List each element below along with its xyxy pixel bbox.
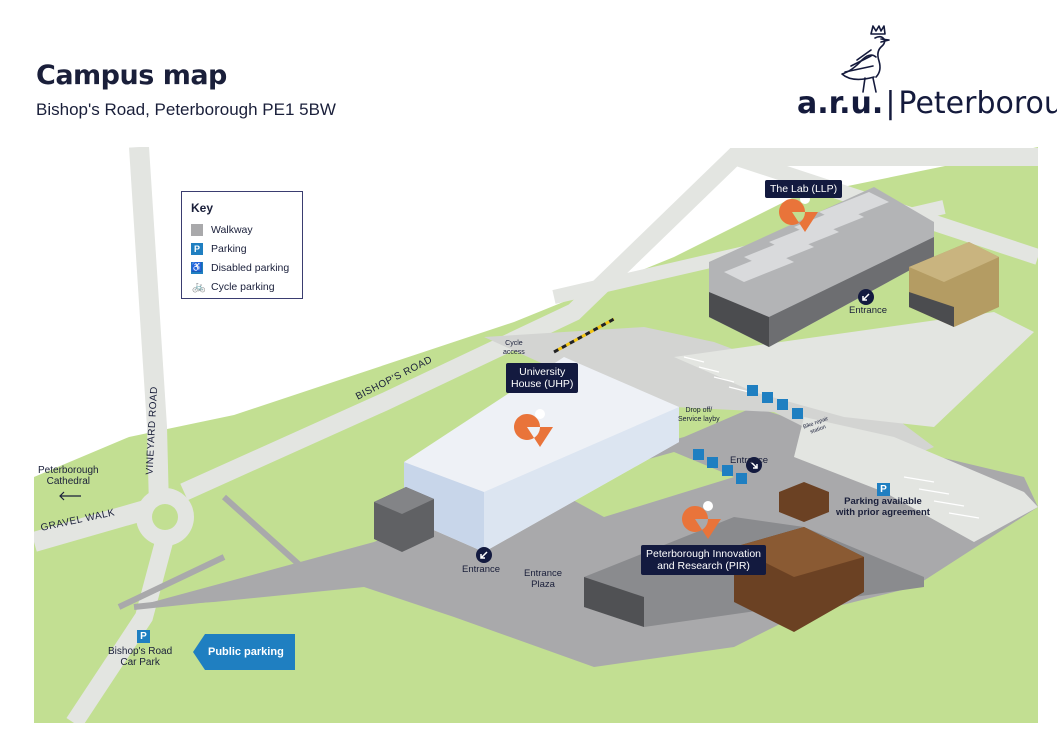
key-item-disabled-parking: ♿ Disabled parking — [191, 258, 302, 277]
uhp-label[interactable]: University House (UHP) — [506, 363, 579, 393]
logo-separator: | — [885, 86, 896, 121]
pir-label[interactable]: Peterborough Innovation and Research (PI… — [641, 545, 767, 575]
car-park-label: Bishop's Road Car Park — [108, 646, 172, 668]
key-item-walkway: Walkway — [191, 220, 302, 239]
pir-label-line2: and Research (PIR) — [657, 560, 750, 572]
car-park-line1: Bishop's Road — [108, 646, 173, 657]
parking-prior-line1: Parking available — [844, 496, 922, 507]
cathedral-line2: Cathedral — [46, 476, 90, 487]
parking-icon: P — [137, 630, 150, 643]
entrance-uhp-label: Entrance — [462, 564, 501, 575]
cycle-access-label: Cycle access — [503, 339, 525, 357]
parking-prior-label: Parking available with prior agreement — [836, 496, 930, 518]
lab-car-park — [674, 312, 1034, 427]
campus-map — [34, 147, 1038, 723]
page-title: Campus map — [36, 60, 227, 91]
disabled-parking-bays — [693, 385, 803, 484]
aru-logo: a.r.u.|Peterborough — [797, 86, 1057, 121]
entrance-pir-label: Entrance — [730, 455, 769, 466]
logo-campus: Peterborough — [898, 86, 1057, 121]
walkway-swatch — [191, 223, 203, 236]
key-label: Disabled parking — [211, 261, 290, 274]
entrance-plaza-line1: Entrance — [524, 568, 563, 579]
key-label: Parking — [211, 242, 247, 255]
key-item-parking: P Parking — [191, 239, 302, 258]
lab-label[interactable]: The Lab (LLP) — [765, 180, 843, 198]
pir-label-line1: Peterborough Innovation — [646, 548, 762, 560]
logo-brand: a.r.u. — [797, 86, 884, 121]
dropoff-label: Drop off/ Service layby — [678, 406, 720, 424]
heron-crown-icon — [841, 25, 890, 93]
uhp-label-line2: House (UHP) — [511, 378, 574, 390]
map-key: Key Walkway P Parking ♿ Disabled parking… — [181, 191, 303, 299]
dropoff-line1: Drop off/ — [685, 407, 713, 414]
car-park-line2: Car Park — [120, 657, 160, 668]
parking-icon: P — [191, 242, 203, 255]
entrance-plaza-label: Entrance Plaza — [524, 568, 562, 590]
key-title: Key — [191, 201, 214, 215]
lab-building — [709, 187, 934, 347]
public-parking-sign[interactable] — [193, 634, 295, 670]
parking-prior-line2: with prior agreement — [836, 507, 930, 518]
campus-address: Bishop's Road, Peterborough PE1 5BW — [36, 100, 336, 119]
cathedral-line1: Peterborough — [38, 465, 99, 476]
bicycle-icon: 🚲 — [192, 281, 206, 293]
entrance-lab-label: Entrance — [849, 305, 888, 316]
public-parking-label: Public parking — [208, 646, 284, 658]
dropoff-line2: Service layby — [678, 416, 720, 423]
cycle-access-line1: Cycle — [505, 340, 523, 347]
parking-icon: P — [877, 483, 890, 496]
arrow-left-icon — [59, 491, 81, 501]
cycle-access-line2: access — [503, 349, 525, 356]
entrance-plaza-line2: Plaza — [531, 579, 555, 590]
disabled-parking-icon: ♿ — [191, 261, 203, 274]
key-item-cycle-parking: 🚲 Cycle parking — [191, 277, 302, 296]
location-markers — [514, 198, 818, 539]
key-label: Walkway — [211, 223, 253, 236]
cathedral-label: Peterborough Cathedral — [38, 465, 99, 487]
uhp-label-line1: University — [519, 366, 566, 378]
key-label: Cycle parking — [211, 280, 275, 293]
